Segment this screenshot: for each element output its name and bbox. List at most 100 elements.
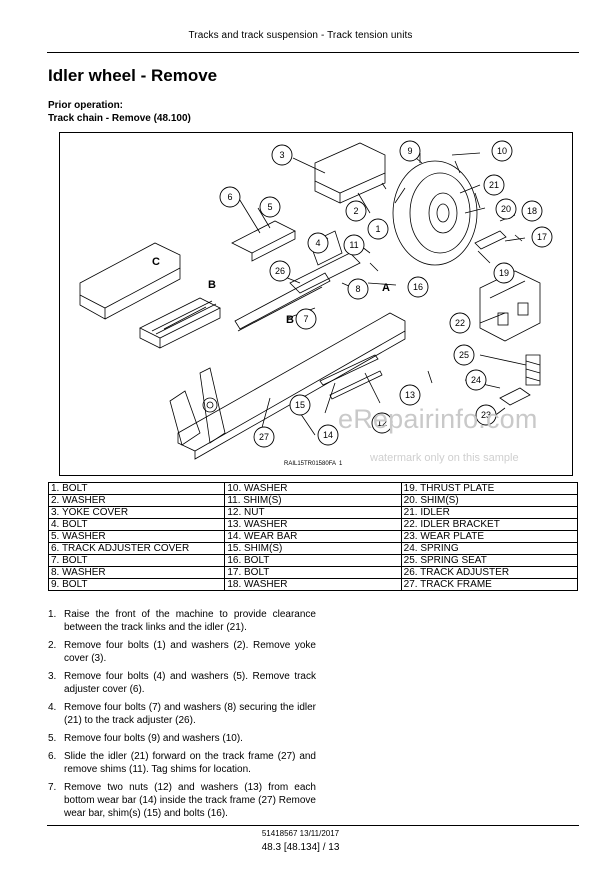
- table-cell: 19. THRUST PLATE: [400, 482, 579, 495]
- table-cell: 23. WEAR PLATE: [400, 530, 579, 543]
- svg-text:23: 23: [481, 410, 491, 420]
- callout-8: 8: [347, 278, 369, 300]
- svg-text:26: 26: [275, 266, 285, 276]
- svg-text:18: 18: [527, 206, 537, 216]
- table-cell: 4. BOLT: [47, 518, 226, 531]
- svg-text:19: 19: [499, 268, 509, 278]
- table-cell: 11. SHIM(S): [224, 494, 402, 507]
- figure-reference-code: RAIL15TR01580FA: [284, 461, 337, 467]
- callout-22: 22: [449, 312, 471, 334]
- step-text: Remove two nuts (12) and washers (13) fr…: [64, 782, 316, 819]
- procedure-step: 1.Raise the front of the machine to prov…: [48, 608, 316, 634]
- exploded-view-figure: A B B C 3 6 5 2 1 4 11 26 8 7 9 10 21 20…: [59, 132, 573, 476]
- track-adjuster-cover-left: [79, 242, 181, 309]
- wear-plate: [499, 387, 531, 406]
- svg-text:5: 5: [267, 202, 272, 212]
- callout-15: 15: [289, 394, 311, 416]
- step-number: 6.: [48, 751, 57, 762]
- callout-3: 3: [271, 144, 293, 166]
- callout-9: 9: [399, 140, 421, 162]
- prior-operation: Prior operation: Track chain - Remove (4…: [48, 99, 191, 125]
- running-header: Tracks and track suspension - Track tens…: [188, 30, 413, 41]
- table-cell: 1. BOLT: [47, 482, 226, 495]
- svg-text:14: 14: [323, 430, 333, 440]
- prior-operation-link[interactable]: Track chain - Remove (48.100): [48, 113, 191, 124]
- view-label-a: A: [382, 282, 390, 294]
- step-number: 7.: [48, 782, 57, 793]
- table-cell: 21. IDLER: [400, 506, 579, 519]
- wear-bar: [319, 354, 379, 386]
- table-cell: 22. IDLER BRACKET: [400, 518, 579, 531]
- callout-18: 18: [521, 200, 543, 222]
- callout-21: 21: [483, 174, 505, 196]
- svg-text:10: 10: [497, 146, 507, 156]
- table-cell: 15. SHIM(S): [224, 542, 402, 555]
- callout-13: 13: [399, 384, 421, 406]
- procedure-step: 5.Remove four bolts (9) and washers (10)…: [48, 732, 316, 745]
- callout-17: 17: [531, 226, 553, 248]
- table-cell: 2. WASHER: [47, 494, 226, 507]
- thrust-plate: [474, 230, 507, 250]
- step-text: Remove four bolts (7) and washers (8) se…: [64, 702, 316, 726]
- page-title: Idler wheel - Remove: [48, 66, 218, 85]
- step-number: 5.: [48, 733, 57, 744]
- callout-27: 27: [253, 426, 275, 448]
- table-cell: 3. YOKE COVER: [47, 506, 226, 519]
- svg-text:15: 15: [295, 400, 305, 410]
- table-cell: 5. WASHER: [47, 530, 226, 543]
- callout-11: 11: [343, 234, 365, 256]
- track-adjuster-spring: [139, 297, 221, 339]
- step-text: Slide the idler (21) forward on the trac…: [64, 751, 316, 775]
- svg-text:9: 9: [407, 146, 412, 156]
- procedure-step: 3.Remove four bolts (4) and washers (5).…: [48, 670, 316, 696]
- procedure-step: 2.Remove four bolts (1) and washers (2).…: [48, 639, 316, 665]
- step-number: 2.: [48, 640, 57, 651]
- view-label-c: C: [152, 256, 160, 268]
- callout-4: 4: [307, 232, 329, 254]
- svg-text:8: 8: [355, 284, 360, 294]
- prior-operation-label: Prior operation:: [48, 100, 124, 111]
- table-cell: 26. TRACK ADJUSTER: [400, 566, 579, 579]
- callout-24: 24: [465, 369, 487, 391]
- table-cell: 17. BOLT: [224, 566, 402, 579]
- footer-rule: [47, 825, 579, 826]
- svg-text:4: 4: [315, 238, 320, 248]
- spring: [525, 354, 541, 386]
- procedure-step: 6. Slide the idler (21) forward on the tr…: [48, 750, 316, 776]
- svg-text:20: 20: [501, 204, 511, 214]
- table-cell: 12. NUT: [224, 506, 402, 519]
- svg-text:17: 17: [537, 232, 547, 242]
- idler-bracket: [479, 270, 541, 342]
- yoke-cover: [314, 142, 386, 194]
- table-cell: 24. SPRING: [400, 542, 579, 555]
- table-cell: 27. TRACK FRAME: [400, 578, 579, 591]
- callout-5: 5: [259, 196, 281, 218]
- callout-20: 20: [495, 198, 517, 220]
- procedure-step: 4.Remove four bolts (7) and washers (8) …: [48, 701, 316, 727]
- table-cell: 18. WASHER: [224, 578, 402, 591]
- callout-14: 14: [317, 424, 339, 446]
- watermark-brand: eRepairinfo.com: [338, 404, 538, 434]
- table-cell: 14. WEAR BAR: [224, 530, 402, 543]
- step-text: Remove four bolts (4) and washers (5). R…: [64, 671, 316, 695]
- callout-16: 16: [407, 276, 429, 298]
- figure-number: 1: [339, 461, 343, 467]
- svg-text:25: 25: [459, 350, 469, 360]
- exploded-view-drawing: A B B C 3 6 5 2 1 4 11 26 8 7 9 10 21 20…: [79, 140, 553, 460]
- step-number: 1.: [48, 609, 57, 620]
- svg-text:6: 6: [227, 192, 232, 202]
- svg-text:16: 16: [413, 282, 423, 292]
- callout-balloons: 3 6 5 2 1 4 11 26 8 7 9 10 21 20 18 17 1…: [219, 140, 553, 448]
- callout-10: 10: [491, 140, 513, 162]
- table-cell: 20. SHIM(S): [400, 494, 579, 507]
- svg-text:21: 21: [489, 180, 499, 190]
- svg-text:3: 3: [279, 150, 284, 160]
- svg-text:2: 2: [353, 206, 358, 216]
